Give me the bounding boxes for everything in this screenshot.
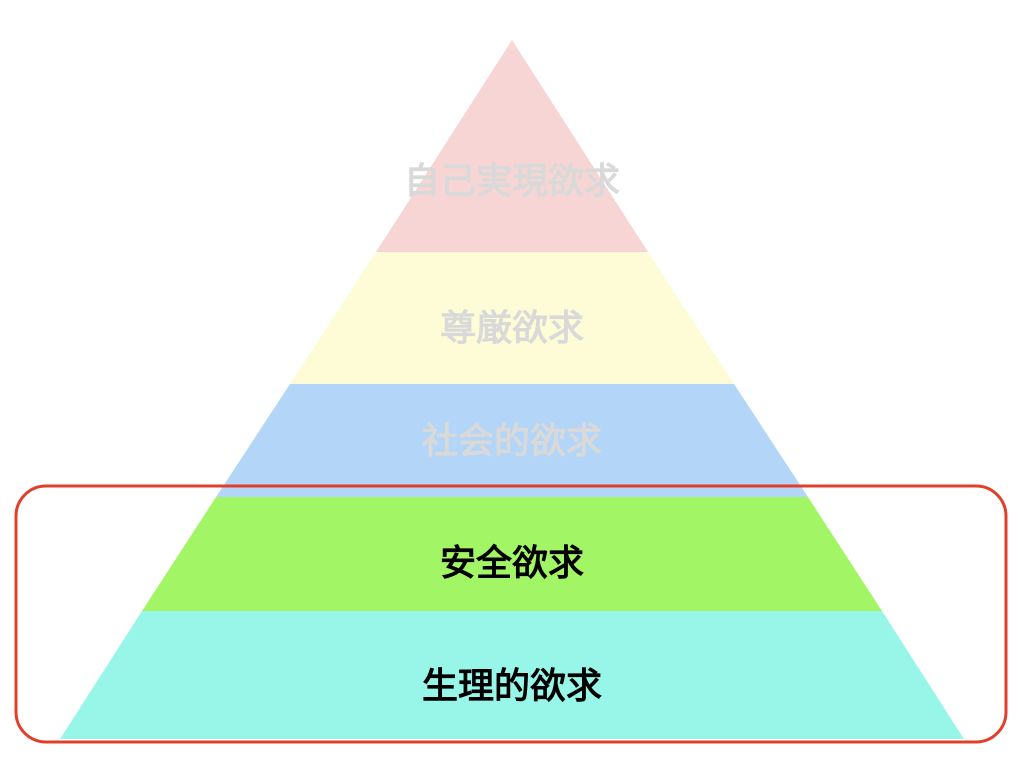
pyramid-level-self-actualization [376,40,648,252]
pyramid-level-label: 安全欲求 [440,542,584,584]
pyramid-level-social [216,384,808,497]
pyramid-level-label: 社会的欲求 [422,421,602,462]
pyramid-level-physiological [60,611,964,739]
pyramid-level-safety [142,497,882,611]
pyramid-level-label: 尊厳欲求 [440,308,584,349]
pyramid-level-label: 自己実現欲求 [404,161,620,202]
highlight-frame [14,484,1008,744]
pyramid-level-label: 生理的欲求 [422,666,602,707]
pyramid-level-esteem [290,252,734,384]
